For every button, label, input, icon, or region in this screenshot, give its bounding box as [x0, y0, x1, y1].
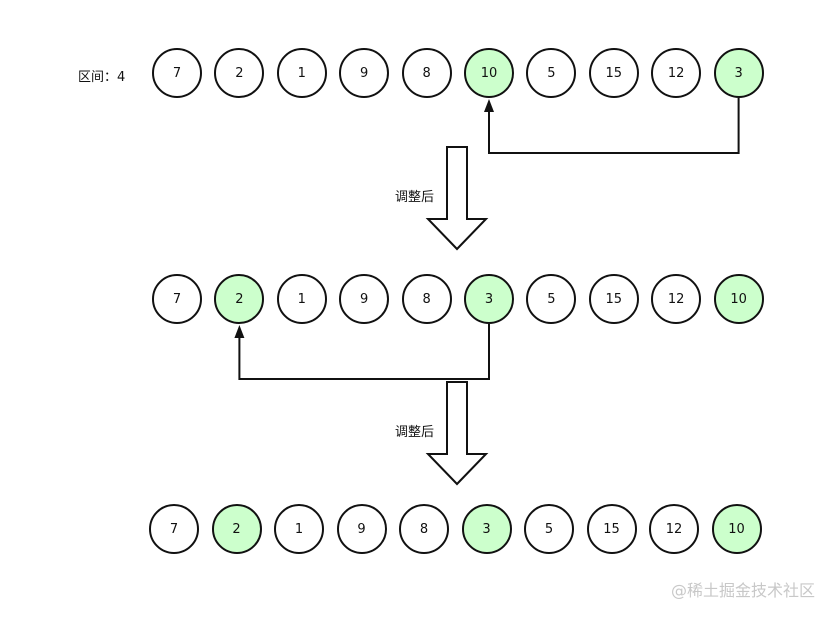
array-node: 1	[276, 48, 327, 98]
array-node: 12	[651, 274, 702, 324]
array-node: 7	[152, 274, 202, 324]
array-node: 8	[401, 274, 452, 324]
array-node: 2	[214, 48, 265, 98]
down-arrow-icon	[425, 381, 489, 486]
array-node: 15	[588, 48, 639, 98]
array-node: 5	[524, 504, 574, 554]
array-node: 10	[464, 48, 514, 98]
down-arrow-icon	[425, 146, 489, 251]
arrowhead	[234, 325, 245, 338]
array-node: 15	[588, 274, 639, 324]
array-node: 12	[651, 48, 702, 98]
step-label-2: 调整后	[395, 425, 435, 440]
array-node: 3	[461, 504, 512, 554]
array-node: 3	[464, 274, 514, 324]
array-node: 5	[526, 48, 577, 98]
array-node: 7	[152, 48, 202, 98]
array-node: 2	[211, 504, 262, 554]
interval-label: 区间：4	[78, 70, 126, 85]
array-node: 9	[339, 48, 390, 98]
swap-connector	[488, 98, 740, 154]
swap-connector	[238, 324, 490, 380]
arrowhead	[484, 99, 494, 112]
array-node: 1	[276, 274, 327, 324]
array-node: 10	[713, 274, 764, 324]
array-node: 10	[711, 504, 762, 554]
array-node: 12	[649, 504, 699, 554]
array-node: 9	[336, 504, 387, 554]
step-label-1: 调整后	[395, 190, 435, 205]
array-node: 8	[401, 48, 452, 98]
array-node: 2	[214, 274, 265, 324]
array-node: 8	[399, 504, 449, 554]
array-node: 5	[526, 274, 577, 324]
array-node: 7	[149, 504, 199, 554]
array-node: 1	[274, 504, 324, 554]
array-node: 15	[586, 504, 637, 554]
watermark: @稀土掘金技术社区	[670, 581, 815, 600]
array-node: 3	[713, 48, 764, 98]
array-node: 9	[339, 274, 390, 324]
